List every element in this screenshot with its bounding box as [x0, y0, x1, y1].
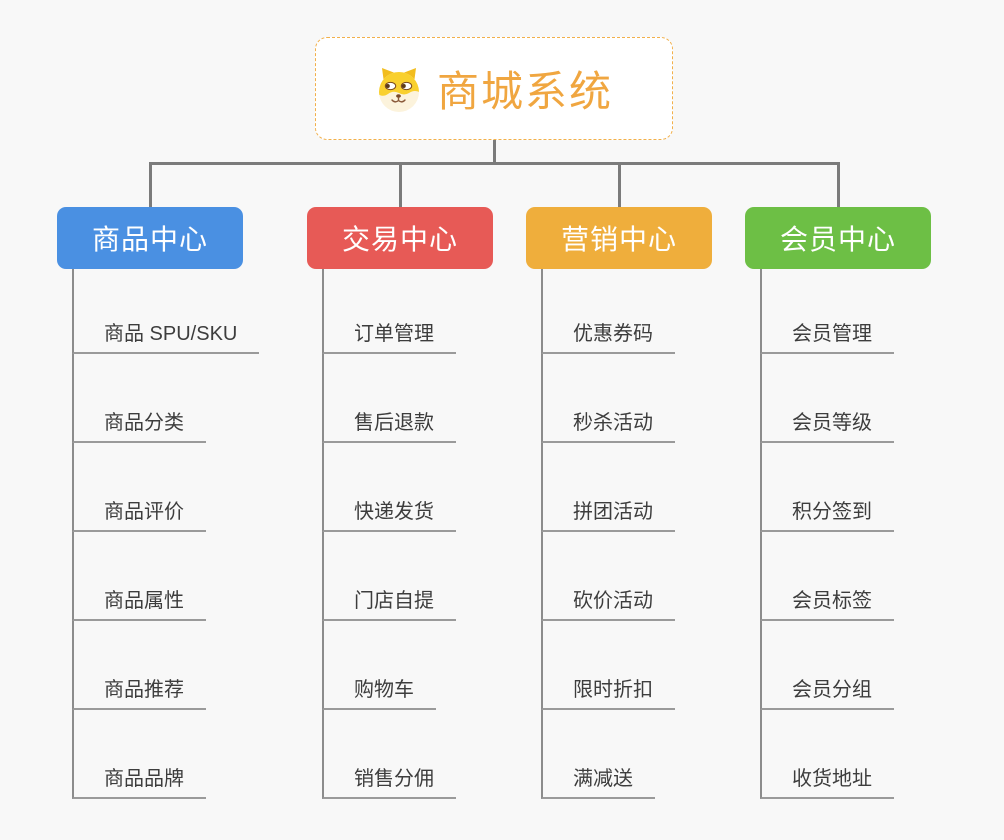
topic-node[interactable]: 收货地址 — [760, 710, 894, 799]
branch-node-marketing[interactable]: 营销中心 — [526, 207, 712, 269]
topic-label: 商品品牌 — [104, 768, 184, 790]
branch-node-product[interactable]: 商品中心 — [57, 207, 243, 269]
branch-column-member: 会员中心 会员管理 会员等级 积分签到 会员标签 会员分组 收货地址 — [745, 207, 931, 799]
topic-node[interactable]: 会员管理 — [760, 269, 894, 354]
topic-label: 会员管理 — [792, 323, 872, 345]
topic-node[interactable]: 秒杀活动 — [541, 354, 675, 443]
topic-label: 商品分类 — [104, 412, 184, 434]
topic-node[interactable]: 优惠券码 — [541, 269, 675, 354]
connector-drop-member — [837, 165, 840, 207]
topic-label: 限时折扣 — [573, 679, 653, 701]
topic-label: 满减送 — [573, 768, 633, 790]
topic-node[interactable]: 会员标签 — [760, 532, 894, 621]
topic-node[interactable]: 商品评价 — [72, 443, 206, 532]
topic-node[interactable]: 砍价活动 — [541, 532, 675, 621]
root-label: 商城系统 — [436, 68, 613, 115]
topic-label: 售后退款 — [354, 412, 434, 434]
branch-node-trade[interactable]: 交易中心 — [307, 207, 493, 269]
connector-drop-product — [149, 165, 152, 207]
connector-root-stub — [493, 140, 496, 162]
branch-label: 会员中心 — [779, 224, 896, 255]
topic-label: 商品属性 — [104, 590, 184, 612]
topic-node[interactable]: 满减送 — [541, 710, 655, 799]
topic-label: 会员等级 — [792, 412, 872, 434]
topic-label: 收货地址 — [792, 768, 872, 790]
topic-label: 会员分组 — [792, 679, 872, 701]
connector-drop-marketing — [618, 165, 621, 207]
branch-column-product: 商品中心 商品 SPU/SKU 商品分类 商品评价 商品属性 商品推荐 商品品牌 — [57, 207, 260, 799]
topic-node[interactable]: 商品分类 — [72, 354, 206, 443]
connector-horizontal — [149, 162, 840, 165]
topic-label: 商品 SPU/SKU — [104, 323, 238, 345]
children-list-marketing: 优惠券码 秒杀活动 拼团活动 砍价活动 限时折扣 满减送 — [541, 269, 712, 799]
topic-node[interactable]: 商品推荐 — [72, 621, 206, 710]
children-list-member: 会员管理 会员等级 积分签到 会员标签 会员分组 收货地址 — [760, 269, 931, 799]
topic-label: 优惠券码 — [573, 323, 653, 345]
branch-label: 交易中心 — [341, 224, 458, 255]
topic-label: 拼团活动 — [573, 501, 653, 523]
topic-label: 商品评价 — [104, 501, 184, 523]
topic-node[interactable]: 快递发货 — [322, 443, 456, 532]
topic-node[interactable]: 订单管理 — [322, 269, 456, 354]
topic-label: 积分签到 — [792, 501, 872, 523]
topic-node[interactable]: 商品品牌 — [72, 710, 206, 799]
topic-node[interactable]: 会员分组 — [760, 621, 894, 710]
topic-label: 秒杀活动 — [573, 412, 653, 434]
topic-label: 销售分佣 — [354, 768, 434, 790]
connector-drop-trade — [399, 165, 402, 207]
children-list-trade: 订单管理 售后退款 快递发货 门店自提 购物车 销售分佣 — [322, 269, 493, 799]
branch-column-marketing: 营销中心 优惠券码 秒杀活动 拼团活动 砍价活动 限时折扣 满减送 — [526, 207, 712, 799]
topic-node[interactable]: 商品 SPU/SKU — [72, 269, 260, 354]
branch-node-member[interactable]: 会员中心 — [745, 207, 931, 269]
topic-label: 商品推荐 — [104, 679, 184, 701]
topic-node[interactable]: 商品属性 — [72, 532, 206, 621]
root-node[interactable]: 商城系统 — [315, 37, 673, 140]
topic-label: 快递发货 — [354, 501, 434, 523]
topic-node[interactable]: 购物车 — [322, 621, 436, 710]
topic-node[interactable]: 积分签到 — [760, 443, 894, 532]
topic-label: 购物车 — [354, 679, 414, 701]
branch-column-trade: 交易中心 订单管理 售后退款 快递发货 门店自提 购物车 销售分佣 — [307, 207, 493, 799]
dog-icon — [378, 67, 419, 112]
topic-node[interactable]: 会员等级 — [760, 354, 894, 443]
topic-node[interactable]: 门店自提 — [322, 532, 456, 621]
branch-label: 商品中心 — [91, 224, 208, 255]
topic-label: 订单管理 — [354, 323, 434, 345]
topic-node[interactable]: 限时折扣 — [541, 621, 675, 710]
topic-label: 砍价活动 — [573, 590, 653, 612]
topic-node[interactable]: 售后退款 — [322, 354, 456, 443]
branch-label: 营销中心 — [560, 224, 677, 255]
topic-label: 门店自提 — [354, 590, 434, 612]
topic-label: 会员标签 — [792, 590, 872, 612]
topic-node[interactable]: 销售分佣 — [322, 710, 456, 799]
topic-node[interactable]: 拼团活动 — [541, 443, 675, 532]
children-list-product: 商品 SPU/SKU 商品分类 商品评价 商品属性 商品推荐 商品品牌 — [72, 269, 260, 799]
